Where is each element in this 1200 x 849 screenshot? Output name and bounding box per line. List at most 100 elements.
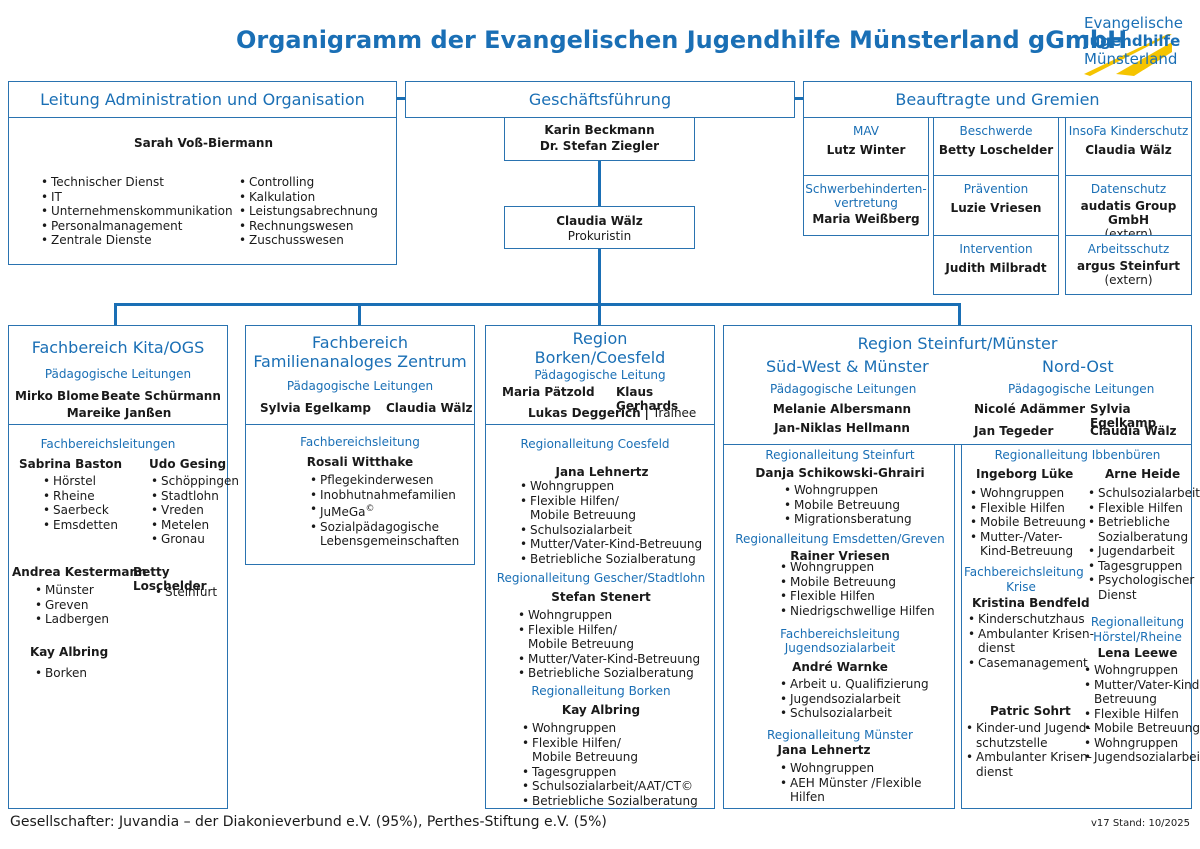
- connector-gf-beauftragte: [795, 97, 803, 100]
- steinfurt-title: Region Steinfurt/Münster: [857, 334, 1058, 353]
- kita-p3-list: Münster Greven Ladbergen: [35, 583, 109, 627]
- list-item: Zentrale Dienste: [41, 233, 233, 248]
- no2-label-1: Fachbereichsleitung: [964, 565, 1084, 579]
- list-item: Tagesgruppen: [1088, 559, 1200, 574]
- list-item: Mobile Betreuung: [780, 575, 935, 590]
- list-item: Jugendsozialarbeit: [780, 692, 929, 707]
- list-item-cont: Lebensgemeinschaften: [320, 534, 460, 548]
- fam-body-box: Fachbereichsleitung Rosali Witthake Pfle…: [245, 424, 475, 565]
- list-item: Flexible Hilfen: [780, 589, 935, 604]
- admin-list-2: Controlling Kalkulation Leistungsabrechn…: [239, 175, 378, 248]
- list-item-cont: Betreuung: [1094, 692, 1157, 706]
- kita-p2-list: Schöppingen Stadtlohn Vreden Metelen Gro…: [151, 474, 239, 547]
- no3-name: Patric Sohrt: [990, 704, 1071, 718]
- sw-pl-1: Melanie Albersmann: [772, 402, 912, 416]
- list-item: Hörstel: [43, 474, 118, 489]
- connector-drop-steinfurt: [958, 303, 961, 326]
- list-item: Flexible Hilfen: [1084, 707, 1200, 722]
- beschwerde-title: Beschwerde: [959, 124, 1033, 138]
- list-item: Pflegekinderwesen: [310, 473, 459, 488]
- list-item: Mutter/Vater-Kind-Betreuung: [518, 652, 700, 667]
- no1-label: Regionalleitung Ibbenbüren: [994, 448, 1161, 462]
- list-item: Emsdetten: [43, 518, 118, 533]
- logo-swoosh-icon: [1084, 34, 1172, 76]
- sw3-label-2: Jugendsozialarbeit: [784, 641, 896, 655]
- datenschutz-name: audatis Group GmbH: [1080, 199, 1177, 227]
- list-item-cont: Dienst: [1098, 587, 1137, 602]
- list-item: Ladbergen: [35, 612, 109, 627]
- page-title: Organigramm der Evangelischen Jugendhilf…: [236, 26, 1128, 54]
- borken-pl-2: Klaus Gerhards: [616, 385, 679, 413]
- sbv-name: Maria Weißberg: [812, 212, 920, 226]
- sw-pl-2: Jan-Niklas Hellmann: [774, 421, 910, 435]
- fam-title-2: Familienanaloges Zentrum: [253, 352, 467, 371]
- sw-body-box: Regionalleitung Steinfurt Danja Schikows…: [723, 444, 955, 809]
- fam-list: Pflegekinderwesen Inobhutnahmefamilien J…: [310, 473, 459, 549]
- list-item: Wohngruppen: [780, 761, 954, 776]
- insofa-name: Claudia Wälz: [1085, 143, 1172, 157]
- admin-name: Sarah Voß-Biermann: [134, 136, 273, 150]
- list-item: Psychologischer: [1088, 573, 1200, 588]
- list-item: Technischer Dienst: [41, 175, 233, 190]
- borken-r3-label: Regionalleitung Borken: [531, 684, 671, 698]
- sw4-label: Regionalleitung Münster: [766, 728, 913, 742]
- connector-gf-vertical: [598, 161, 601, 207]
- list-item: Flexible Hilfen/: [520, 494, 702, 509]
- kita-p5-name: Kay Albring: [30, 645, 109, 659]
- fam-pl-1: Sylvia Egelkamp: [260, 401, 371, 415]
- kita-p4-list: Steinfurt: [155, 585, 217, 600]
- arbeitsschutz-extern: (extern): [1104, 273, 1153, 287]
- no4-label-1: Regionalleitung: [1090, 615, 1185, 629]
- list-item: Wohngruppen: [1084, 736, 1200, 751]
- connector-drop-borken: [598, 303, 601, 326]
- list-item: Münster: [35, 583, 109, 598]
- kita-pl-1: Mirko Blome: [15, 389, 100, 403]
- list-item-cont: Mobile Betreuung: [530, 508, 636, 522]
- no3-list: Kinder-und Jugend- schutzstelle Ambulant…: [966, 721, 1092, 779]
- insofa-box: InsoFa Kinderschutz Claudia Wälz: [1065, 117, 1192, 176]
- list-item: Schulsozialarbeit/AAT/CT©: [522, 779, 698, 794]
- list-item: Wohngruppen: [518, 608, 700, 623]
- list-item: Rechnungswesen: [239, 219, 378, 234]
- no-pl-4: Claudia Wälz: [1090, 424, 1177, 438]
- list-item: Flexible Hilfen: [970, 501, 1086, 516]
- list-item: Metelen: [151, 518, 239, 533]
- list-item: Betriebliche Sozialberatung: [520, 552, 702, 567]
- sbv-title-2: vertretung: [834, 196, 898, 210]
- gf-header-box: Geschäftsführung: [405, 81, 795, 118]
- connector-prok-vertical: [598, 248, 601, 304]
- datenschutz-title: Datenschutz: [1090, 182, 1167, 196]
- arbeitsschutz-box: Arbeitsschutz argus Steinfurt (extern): [1065, 235, 1192, 295]
- list-item: Mutter/Vater-Kind-: [1084, 678, 1200, 693]
- list-item: Inobhutnahmefamilien: [310, 488, 459, 503]
- list-item: Niedrigschwellige Hilfen: [780, 604, 935, 619]
- logo: Evangelische Jugendhilfe Münsterland: [1076, 12, 1183, 76]
- kita-pl-3: Mareike Janßen: [66, 406, 172, 420]
- fam-pl-2: Claudia Wälz: [386, 401, 473, 415]
- borken-r2-name: Stefan Stenert: [551, 590, 651, 604]
- list-item: Mutter-/Vater-: [970, 530, 1086, 545]
- borken-title-2: Borken/Coesfeld: [534, 348, 666, 367]
- list-item: JuMeGa©: [310, 502, 459, 520]
- list-item-cont: schutzstelle: [976, 735, 1048, 750]
- list-item: Vreden: [151, 503, 239, 518]
- sw2-label: Regionalleitung Emsdetten/Greven: [735, 532, 945, 546]
- borken-pl-3-name: Lukas Deggerich: [528, 406, 641, 420]
- list-item-cont: dienst: [978, 641, 1015, 655]
- arbeitsschutz-title: Arbeitsschutz: [1087, 242, 1170, 256]
- list-item: Wohngruppen: [520, 479, 702, 494]
- kita-p2-name: Udo Gesing: [149, 457, 227, 471]
- footer-version: v17 Stand: 10/2025: [1091, 818, 1190, 829]
- logo-line-2: Jugendhilfe: [1084, 32, 1181, 50]
- borken-r2-list: Wohngruppen Flexible Hilfen/ Mobile Betr…: [518, 608, 700, 681]
- sw3-list: Arbeit u. Qualifizierung Jugendsozialarb…: [780, 677, 929, 721]
- no-pl-label: Pädagogische Leitungen: [1008, 382, 1155, 396]
- list-item: Kinderschutzhaus: [968, 612, 1094, 627]
- prok-role: Prokuristin: [567, 229, 632, 243]
- list-item: Arbeit u. Qualifizierung: [780, 677, 929, 692]
- list-item-cont: dienst: [976, 764, 1013, 779]
- sw1-list: Wohngruppen Mobile Betreuung Migrationsb…: [784, 483, 912, 527]
- borken-pl-3-role: Trainee: [652, 406, 697, 420]
- list-item: IT: [41, 190, 233, 205]
- kita-title: Fachbereich Kita/OGS: [31, 338, 205, 357]
